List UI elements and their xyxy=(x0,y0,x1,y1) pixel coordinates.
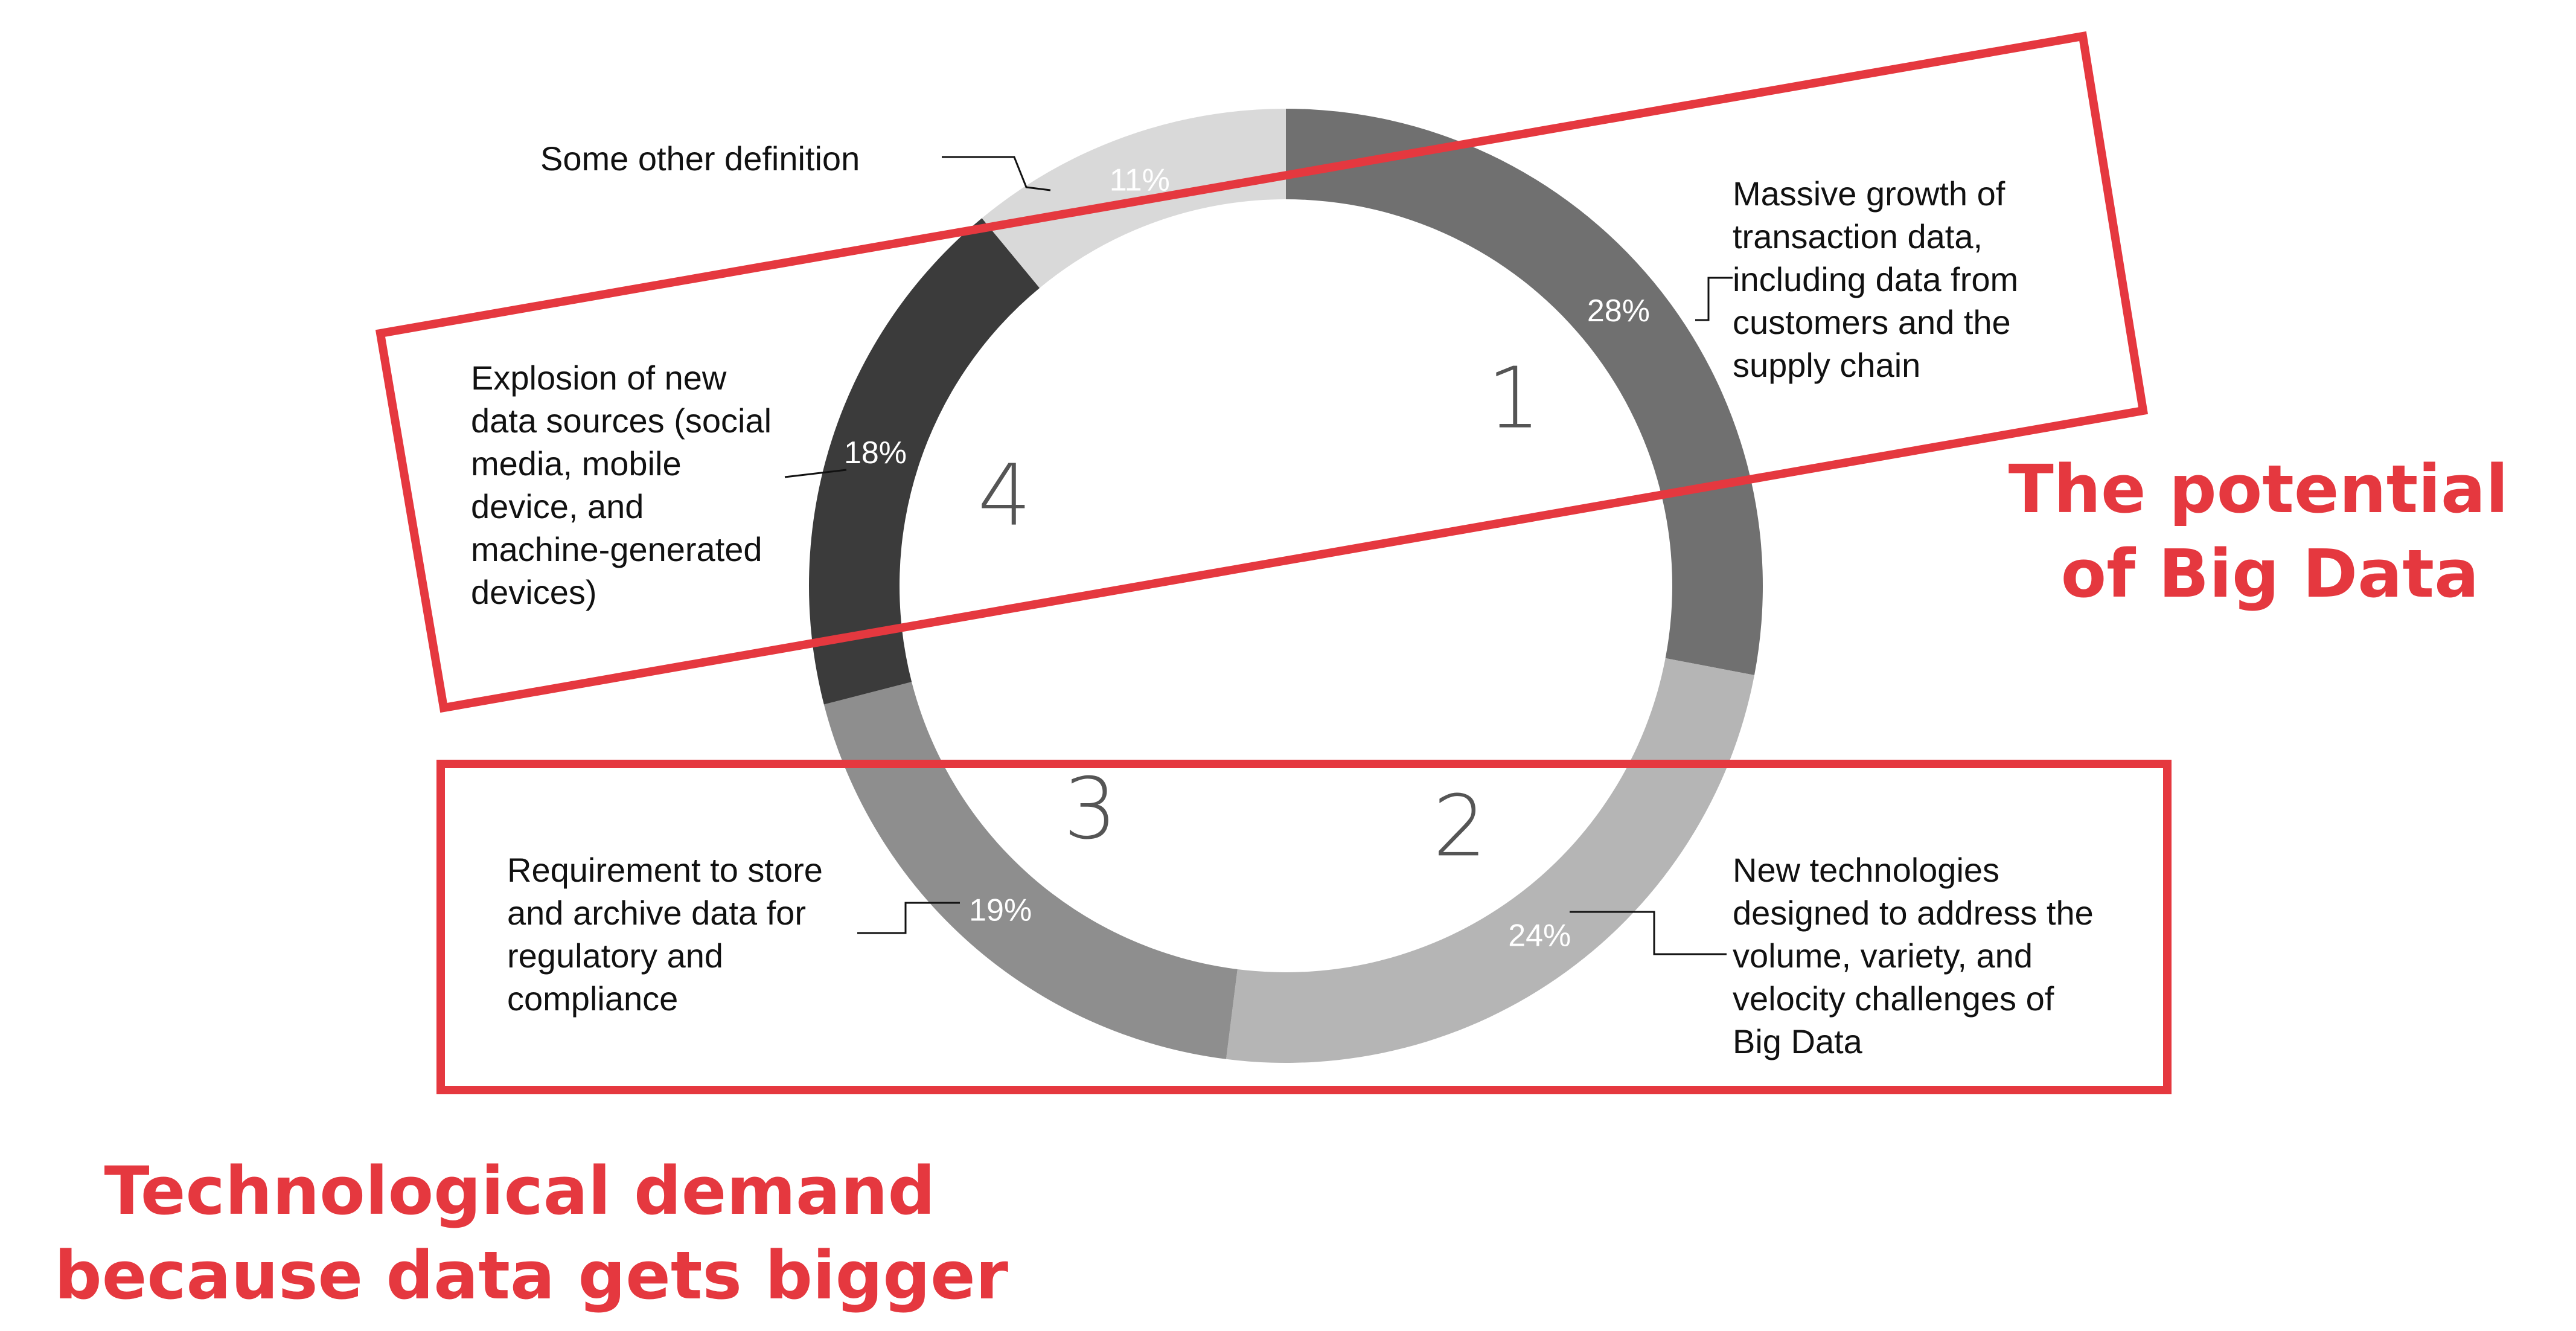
slice-label-1-line: supply chain xyxy=(1733,346,1920,384)
demand-highlight-box xyxy=(436,760,2172,1094)
donut-slice-3 xyxy=(823,682,1238,1059)
slice-label-2-line: New technologies xyxy=(1733,851,1999,889)
slice-label-3-line: and archive data for xyxy=(507,894,806,932)
donut-slices xyxy=(808,109,1763,1063)
potential-annotation: The potential of Big Data xyxy=(2009,451,2532,612)
percent-label-4: 18% xyxy=(844,435,907,470)
slice-label-2-line: velocity challenges of xyxy=(1733,980,2054,1018)
slice-label-2-line: volume, variety, and xyxy=(1733,937,2033,975)
slice-label-1-line: including data from xyxy=(1733,260,2018,298)
leader-line-3 xyxy=(857,902,960,934)
percent-label-2: 24% xyxy=(1508,918,1571,953)
index-number-3: 3 xyxy=(1063,760,1117,859)
slice-label-1: Massive growth of transaction data, incl… xyxy=(1733,175,2028,384)
slice-label-3-line: Requirement to store xyxy=(507,851,823,889)
index-number-1: 1 xyxy=(1487,350,1541,448)
slice-label-5: Some other definition xyxy=(540,140,860,178)
slice-label-1-line: customers and the xyxy=(1733,303,2011,341)
slice-label-4-line: data sources (social xyxy=(471,402,772,440)
percent-labels: 28% 24% 19% 18% 11% xyxy=(844,162,1650,953)
slice-label-1-line: transaction data, xyxy=(1733,217,1983,255)
leader-line-2 xyxy=(1570,911,1727,955)
slice-label-3-line: regulatory and xyxy=(507,937,723,975)
index-number-4: 4 xyxy=(977,447,1031,545)
leader-lines xyxy=(784,156,1733,955)
slice-label-2-line: Big Data xyxy=(1733,1022,1863,1060)
slice-label-4-line: Explosion of new xyxy=(471,359,727,397)
potential-highlight-box xyxy=(375,31,2149,713)
slice-label-3: Requirement to store and archive data fo… xyxy=(507,851,832,1018)
slice-label-4-line: media, mobile xyxy=(471,444,682,483)
slice-label-4: Explosion of new data sources (social me… xyxy=(471,359,781,611)
percent-label-3: 19% xyxy=(969,893,1032,928)
percent-label-1: 28% xyxy=(1587,293,1650,329)
slice-label-2: New technologies designed to address the… xyxy=(1733,851,2103,1060)
slice-label-5-line: Some other definition xyxy=(540,140,860,178)
index-numbers: 1 2 3 4 xyxy=(977,350,1541,876)
demand-annotation: Technological demand because data gets b… xyxy=(54,1152,1008,1314)
slice-label-3-line: compliance xyxy=(507,980,678,1018)
potential-annotation-line: of Big Data xyxy=(2061,535,2479,612)
slice-label-4-line: machine-generated xyxy=(471,530,762,568)
leader-line-1 xyxy=(1695,277,1733,321)
demand-annotation-line: Technological demand xyxy=(104,1152,935,1230)
slice-label-2-line: designed to address the xyxy=(1733,894,2094,932)
percent-label-5: 11% xyxy=(1110,162,1170,197)
donut-slice-4 xyxy=(808,218,1040,705)
leader-line-4 xyxy=(784,469,847,478)
slice-label-4-line: devices) xyxy=(471,573,597,611)
slice-label-4-line: device, and xyxy=(471,487,644,525)
potential-annotation-line: The potential xyxy=(2009,451,2508,528)
index-number-2: 2 xyxy=(1433,777,1486,876)
demand-annotation-line: because data gets bigger xyxy=(54,1237,1008,1314)
leader-line-5 xyxy=(942,156,1051,191)
slice-label-1-line: Massive growth of xyxy=(1733,175,2006,213)
donut-slice-2 xyxy=(1226,658,1755,1063)
